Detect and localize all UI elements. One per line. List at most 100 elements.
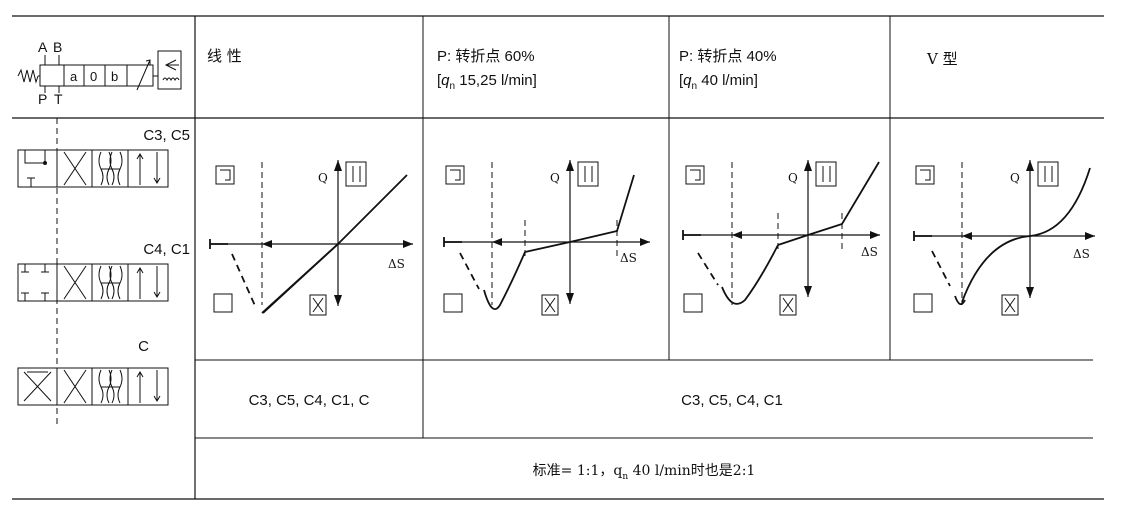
graph-break40: Q ΔS [682,160,880,316]
mini-parallel-box-icon [345,161,367,187]
s-axis-left-arrow-icon [492,238,502,246]
q-axis-arrow-icon [804,160,812,171]
header-v-type: V 型 [926,50,958,68]
pos-0-label: 0 [90,69,97,84]
spool-cell-linear: C3, C5, C4, C1, C [249,392,370,409]
pos-b-label: b [111,69,118,84]
header-break40-title: P: 转折点 40% [679,48,777,65]
table-grid [12,15,1104,500]
spool1-junction-dot [43,161,47,165]
valve-box-end [39,64,65,87]
spool3-box-parallel [127,367,169,406]
graph-vtype: Q ΔS [913,160,1095,316]
graph-linear: Q ΔS [209,160,413,316]
flow-curve-neg [483,251,526,310]
header-break60-title: P: 转折点 60% [437,48,535,65]
spool-symbol-c3-c5 [17,149,169,188]
s-axis-arrow-icon [1085,232,1095,240]
spool2-cross-b [63,265,87,300]
q-axis-label: Q [1010,171,1020,185]
mini-center-box-icon [915,165,935,185]
s-axis-label: ΔS [861,245,878,259]
footer-note: 标准= 1:1，qn 40 l/min时也是2:1 [533,463,756,482]
s-axis-arrow-icon [640,238,650,246]
spool-column: C3, C5 C4, C1 C [17,118,190,425]
s-axis-arrow-icon [403,240,413,248]
mini-parallel-box-icon [1037,161,1059,187]
mini-center-path-icon [450,169,461,181]
mini-closed-box-icon [443,293,463,313]
mini-cross-box-icon [779,294,797,316]
q-axis-arrow-icon [1026,160,1034,171]
port-t-label: T [54,91,63,107]
flow-curve-neg [721,244,779,305]
spool1-arrow-down-head [153,177,161,184]
q-axis-down-arrow-icon [566,293,574,304]
valve-symbol: A B P T a 0 b [17,39,182,107]
variable-arrow-icon [136,59,151,91]
spool1-left-box [17,149,58,188]
q-axis-label: Q [318,171,328,185]
spool1-left-path [24,150,46,164]
spool-label-1: C3, C5 [143,127,190,144]
mini-cross-box-icon [1001,294,1019,316]
mini-center-box-icon [685,165,705,185]
port-b-label: B [53,39,62,55]
spool-label-3: C [138,338,149,355]
header-row: 线 性 P: 转折点 60% [qn 15,25 l/min] P: 转折点 4… [207,47,958,92]
mini-center-box-icon [445,165,465,185]
q-axis-label: Q [788,171,798,185]
header-break60-flow: [qn 15,25 l/min] [437,72,537,92]
mini-cross-b-icon [1004,297,1016,313]
flow-curve [961,167,1091,303]
mini-closed-box-icon [213,293,233,313]
s-axis-label: ΔS [388,257,405,271]
spool3-arrow-up-head [136,371,144,378]
flow-curve [777,161,880,246]
s-axis-label: ΔS [1073,247,1090,261]
mini-center-box-icon [215,165,235,185]
q-axis-down-arrow-icon [804,286,812,297]
spool2-box-parallel [127,263,169,302]
flow-curve-dashed [231,253,257,309]
mini-cross-b-icon [544,297,556,313]
q-axis-arrow-icon [334,160,342,171]
solenoid-coil-icon [162,77,180,82]
flow-curve-neg [954,295,966,306]
mini-cross-box-icon [309,294,327,316]
mini-cross-box-icon [541,294,559,316]
spool3-left-cross-b [23,371,52,402]
mini-closed-box-icon [683,293,703,313]
mini-parallel-box-icon [815,161,837,187]
q-axis-label: Q [550,171,560,185]
mini-cross-b-icon [782,297,794,313]
solenoid-box-icon [157,50,182,90]
spool-symbol-c4-c1 [17,263,169,302]
spool3-cross-b [63,369,87,404]
spool2-arrow-up-head [136,267,144,274]
variable-arrow-head [145,59,151,65]
spool-label-2: C4, C1 [143,241,190,258]
spool2-arrow-down-head [153,291,161,298]
mini-center-path-icon [220,169,231,181]
spring-icon [17,68,39,84]
flow-curve-dashed [697,252,719,286]
s-axis-left-arrow-icon [732,231,742,239]
mini-center-path-icon [920,169,931,181]
s-axis-arrow-icon [870,231,880,239]
q-axis-down-arrow-icon [1026,287,1034,298]
spool-symbol-c [17,367,169,406]
spool-cell-other: C3, C5, C4, C1 [681,392,783,409]
mini-center-path-icon [690,169,701,181]
pos-a-label: a [70,69,78,84]
spool1-arrow-up-head [136,153,144,160]
port-a-label: A [38,39,48,55]
q-axis-down-arrow-icon [334,295,342,306]
flow-curve-neg [262,243,339,314]
port-p-label: P [38,91,47,107]
spool2-left-box [17,263,58,302]
q-axis-arrow-icon [566,160,574,171]
mini-parallel-box-icon [577,161,599,187]
